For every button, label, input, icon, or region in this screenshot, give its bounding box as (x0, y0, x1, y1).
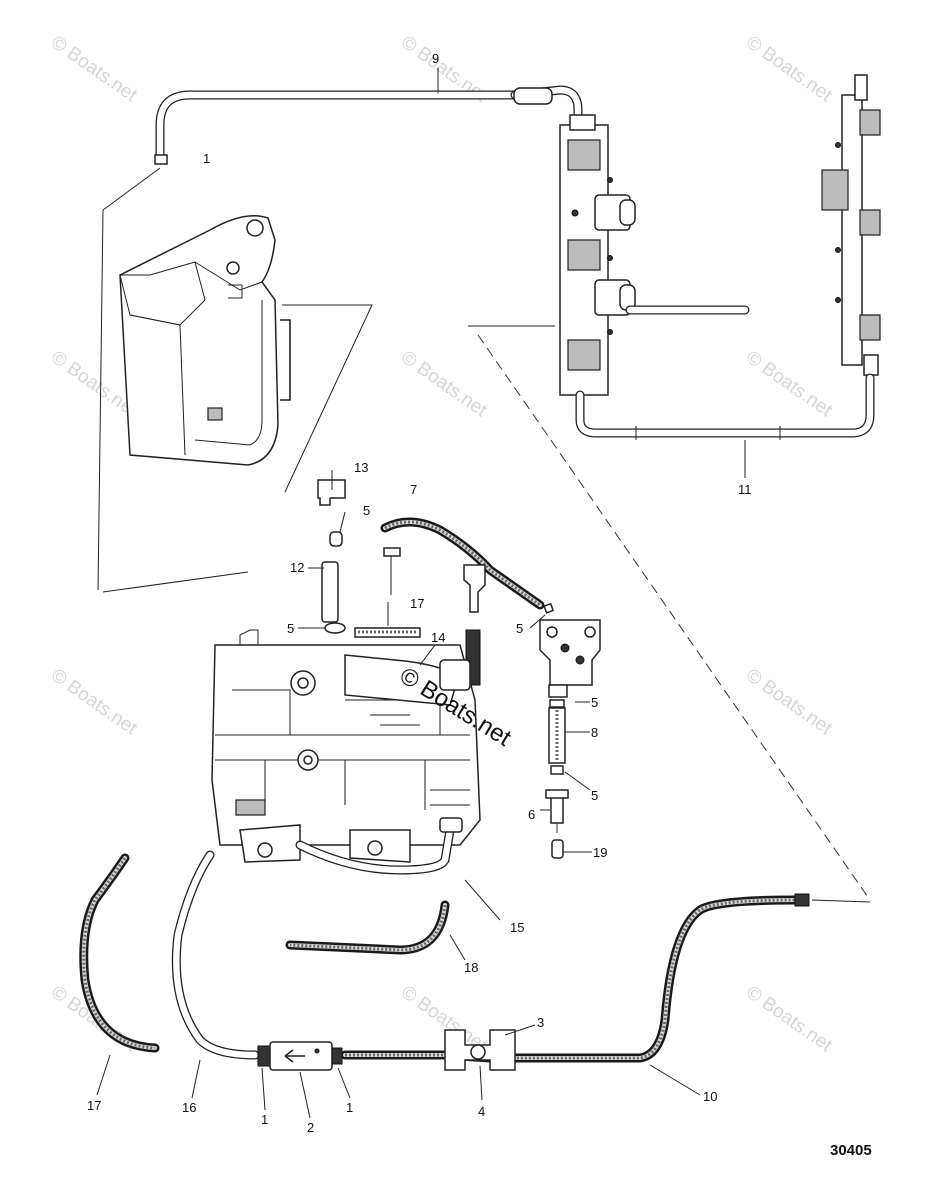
callout-17: 17 (87, 1098, 101, 1113)
callout-5: 5 (287, 621, 294, 636)
callout-16: 16 (182, 1100, 196, 1115)
callout-13: 13 (354, 460, 368, 475)
callout-5: 5 (591, 695, 598, 710)
callout-leaders (96, 68, 746, 1119)
fittings-column (317, 479, 401, 634)
callout-1: 1 (346, 1100, 353, 1115)
callout-5: 5 (516, 621, 523, 636)
hose-15 (239, 817, 463, 875)
fitting-14 (463, 564, 486, 686)
watermark: © Boats.net (742, 982, 836, 1057)
carburetor-assembly (211, 629, 481, 846)
callout-12: 12 (290, 560, 304, 575)
callout-10: 10 (703, 1089, 717, 1104)
callouts: 1 9 11 13 5 7 12 17 5 14 5 5 8 5 6 19 15… (87, 51, 752, 1135)
hose-8 (545, 699, 569, 859)
fuel-line-10 (340, 893, 810, 1063)
fuel-line-9 (154, 85, 583, 165)
sleeve-17 (354, 627, 421, 638)
fuel-rail-assembly (559, 114, 750, 396)
callout-11: 11 (738, 482, 752, 497)
tee-connector (444, 1029, 516, 1071)
watermark: © Boats.net (47, 32, 141, 107)
callout-5: 5 (591, 788, 598, 803)
hose-16 (171, 850, 260, 1060)
callout-1: 1 (261, 1112, 268, 1127)
fuel-filter (257, 1041, 343, 1071)
callout-17: 17 (410, 596, 424, 611)
watermark: © Boats.net (742, 32, 836, 107)
callout-3: 3 (537, 1015, 544, 1030)
hose-7 (380, 517, 545, 610)
reference-lines (97, 167, 871, 903)
watermark: © Boats.net (742, 347, 836, 422)
callout-15: 15 (510, 920, 524, 935)
fuel-rail-right (821, 74, 881, 376)
callout-7: 7 (410, 482, 417, 497)
callout-14: 14 (431, 630, 445, 645)
callout-19: 19 (593, 845, 607, 860)
watermark: © Boats.net (397, 347, 491, 422)
fuel-pump (539, 602, 601, 698)
hose-18 (285, 900, 450, 955)
callout-9: 9 (432, 51, 439, 66)
callout-6: 6 (528, 807, 535, 822)
callout-4: 4 (478, 1104, 485, 1119)
callout-1: 1 (203, 151, 210, 166)
callout-2: 2 (307, 1120, 314, 1135)
callout-5: 5 (363, 503, 370, 518)
callout-18: 18 (464, 960, 478, 975)
diagram-number: 30405 (830, 1142, 872, 1159)
fuel-line-11 (575, 373, 875, 440)
callout-8: 8 (591, 725, 598, 740)
watermark: © Boats.net (742, 665, 836, 740)
hose-17 (79, 853, 160, 1053)
watermark: © Boats.net (47, 665, 141, 740)
engine-bracket-housing (119, 215, 291, 466)
